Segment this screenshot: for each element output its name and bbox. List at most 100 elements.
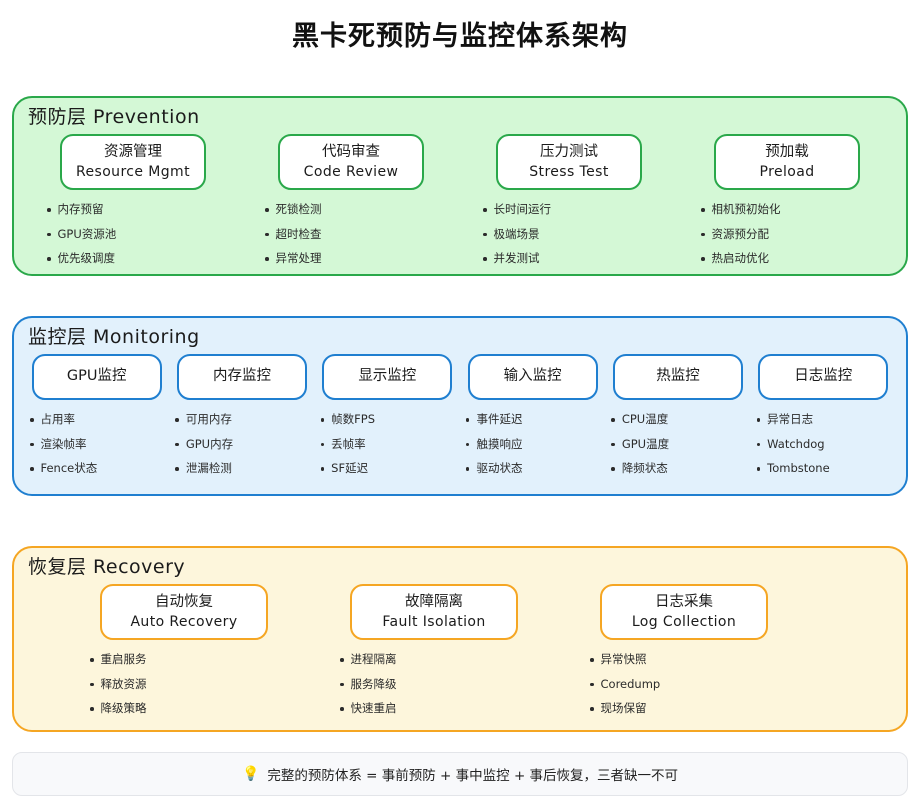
list-item: GPU内存 — [175, 438, 314, 451]
bullet-dot-icon — [320, 418, 325, 422]
list-item-label: 并发测试 — [493, 251, 540, 266]
list-item: 触摸响应 — [465, 436, 605, 451]
node-card[interactable]: GPU监控 — [31, 354, 162, 400]
list-item-label: 相机预初始化 — [711, 202, 781, 217]
bullet-dot-icon — [265, 257, 269, 261]
node-title-cn: 日志采集 — [655, 594, 713, 610]
list-item-label: 热启动优化 — [711, 251, 770, 266]
list-item-label: SF延迟 — [331, 461, 369, 475]
list-item-label: 重启服务 — [100, 652, 147, 667]
bullet-dot-icon — [30, 467, 34, 471]
list-item: 丢帧率 — [320, 438, 460, 451]
column-monitoring-4: 输入监控事件延迟触摸响应驱动状态 — [460, 354, 605, 488]
bullet-dot-icon — [483, 257, 487, 261]
bullet-dot-icon — [483, 208, 487, 212]
list-item: 释放资源 — [90, 676, 284, 691]
node-title-en: Auto Recovery — [130, 613, 238, 630]
node-card[interactable]: 内存监控 — [176, 354, 307, 400]
list-item: CPU温度 — [611, 412, 750, 426]
list-item-label: Watchdog — [767, 436, 825, 451]
list-item-label: 释放资源 — [100, 676, 147, 691]
list-item-label: Tombstone — [767, 461, 830, 475]
list-item: Fence状态 — [30, 462, 169, 475]
list-item-label: 驱动状态 — [476, 461, 523, 475]
node-title-en: Resource Mgmt — [76, 163, 190, 180]
bullet-dot-icon — [465, 467, 470, 471]
list-item: GPU资源池 — [47, 226, 233, 241]
node-title-cn: 热监控 — [656, 368, 700, 385]
list-item: 异常快照 — [590, 654, 784, 666]
column-recovery-3: 日志采集 Log Collection 异常快照 Coredump 现场保留 — [584, 584, 784, 728]
bullet-dot-icon — [465, 418, 470, 422]
bullet-dot-icon — [701, 208, 705, 212]
list-item: 快速重启 — [340, 703, 534, 715]
list-item: 渲染帧率 — [30, 438, 169, 451]
bullet-dot-icon — [756, 442, 761, 446]
node-title-en: Log Collection — [631, 613, 737, 630]
list-item: 热启动优化 — [701, 253, 887, 265]
bullet-dot-icon — [340, 707, 344, 711]
node-feature-list: 死锁检测超时检查异常处理 — [251, 204, 451, 278]
bullet-dot-icon — [340, 682, 344, 687]
list-item-label: 触摸响应 — [476, 436, 523, 451]
list-item-label: 降级策略 — [100, 701, 147, 716]
list-item: 服务降级 — [340, 678, 534, 691]
list-item-label: 死锁检测 — [275, 202, 322, 217]
list-item-label: 事件延迟 — [476, 412, 523, 426]
node-card[interactable]: 热监控 — [612, 354, 743, 400]
layer-monitoring-title: 监控层 Monitoring — [28, 326, 200, 348]
node-title-en: Fault Isolation — [382, 613, 486, 630]
list-item: 极端场景 — [483, 228, 669, 241]
node-card[interactable]: 输入监控 — [467, 354, 598, 400]
node-card[interactable]: 日志监控 — [758, 354, 889, 400]
list-item-label: 进程隔离 — [350, 652, 397, 667]
node-card[interactable]: 显示监控 — [322, 354, 453, 400]
list-item: Tombstone — [756, 461, 896, 475]
bullet-dot-icon — [90, 707, 94, 711]
node-title-cn: 显示监控 — [358, 368, 417, 385]
list-item-label: 异常处理 — [275, 251, 322, 266]
list-item-label: CPU温度 — [621, 412, 669, 426]
node-card[interactable]: 日志采集 Log Collection — [600, 584, 768, 641]
list-item-label: 降频状态 — [621, 461, 668, 475]
layer-recovery-title: 恢复层 Recovery — [28, 556, 186, 578]
bullet-dot-icon — [265, 232, 269, 237]
footer-note: 💡 完整的预防体系 = 事前预防 + 事中监控 + 事后恢复，三者缺一不可 — [12, 752, 908, 796]
bullet-dot-icon — [47, 232, 51, 237]
node-title-cn: 内存监控 — [212, 368, 271, 385]
bullet-dot-icon — [590, 682, 594, 687]
list-item-label: GPU资源池 — [57, 226, 117, 241]
bullet-dot-icon — [701, 257, 705, 261]
list-item-label: 快速重启 — [350, 701, 397, 716]
list-item: 异常日志 — [756, 413, 896, 426]
bullet-dot-icon — [590, 707, 594, 711]
list-item-label: 泄漏检测 — [185, 461, 232, 475]
bullet-dot-icon — [340, 658, 344, 662]
bullet-dot-icon — [483, 232, 487, 237]
node-feature-list: 异常快照 Coredump 现场保留 — [584, 654, 784, 728]
list-item: 泄漏检测 — [175, 461, 314, 475]
list-item-label: 现场保留 — [600, 701, 647, 716]
list-item: Coredump — [590, 678, 784, 691]
